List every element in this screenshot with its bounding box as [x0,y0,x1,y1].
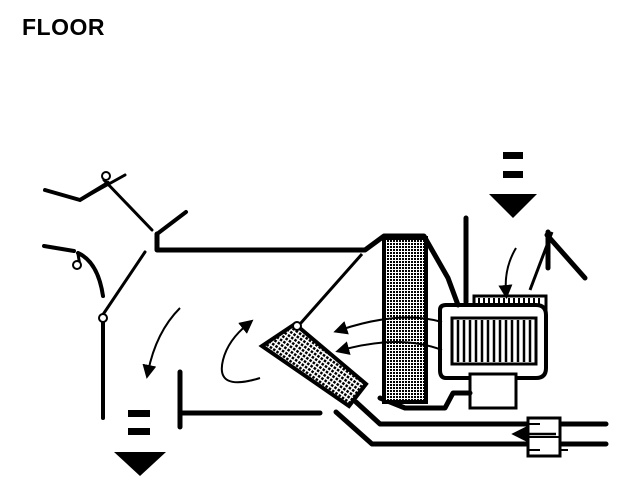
air-mix-door [298,253,364,325]
inlet-airflow-arrow [489,152,537,218]
heater-core [258,321,369,409]
diagram-title: FLOOR [22,14,105,40]
water-valve [511,416,568,458]
recirc-door [528,231,554,291]
blower-housing [463,215,588,305]
blower-fan [438,294,548,410]
floor-outlet-arrow [114,410,166,476]
airflow-arrows [142,247,517,384]
door-pivots [72,171,111,323]
evaporator-core [382,236,428,404]
mode-doors [42,173,188,420]
